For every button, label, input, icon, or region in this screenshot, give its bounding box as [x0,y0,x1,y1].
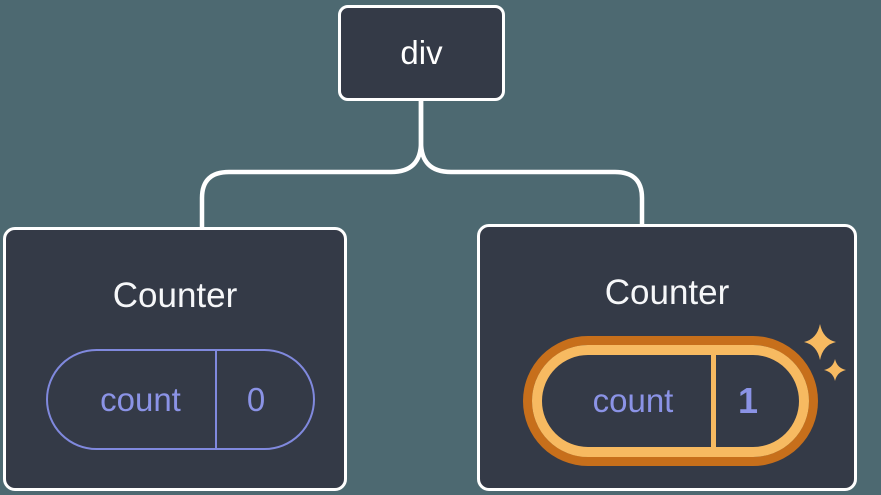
state-label: count [592,382,674,419]
counter-node-right: Counter count 1 [477,224,857,491]
root-node-label: div [400,34,443,71]
counter-title: Counter [604,273,730,312]
state-value: 1 [737,380,759,421]
state-pill-highlighted: count 1 [532,345,809,457]
connector-left-branch [199,101,424,228]
sparkle-large [804,324,836,360]
state-value-cell: 0 [217,351,313,448]
state-label-cell: count [542,355,711,447]
state-value: 0 [246,380,266,418]
root-node-div: div [338,5,505,101]
counter-title: Counter [112,276,238,315]
state-value-cell: 1 [716,355,799,447]
counter-node-left: Counter count 0 [3,227,347,491]
connector-right-branch [418,101,645,225]
pill-divider [215,351,217,448]
sparkle-small [824,359,846,381]
state-pill: count 0 [46,349,315,450]
state-label-cell: count [48,351,215,448]
sparkles-icon [804,324,846,381]
pill-divider [711,355,716,447]
state-label: count [100,380,181,418]
